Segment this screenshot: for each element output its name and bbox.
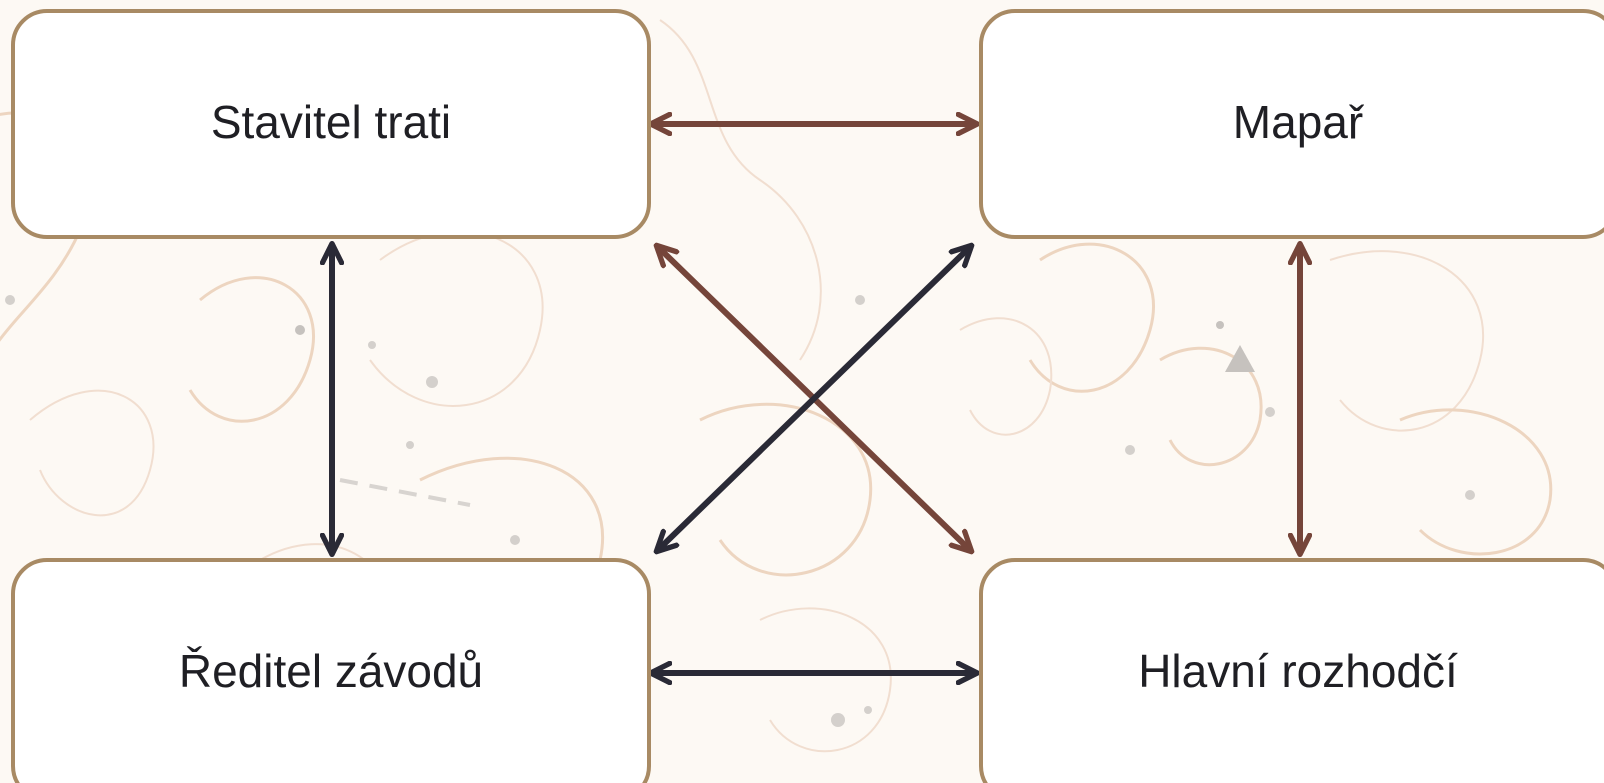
node-label-event-director: Ředitel závodů	[179, 645, 483, 697]
node-event-director: Ředitel závodů	[11, 558, 651, 783]
node-course-setter: Stavitel trati	[11, 9, 651, 239]
node-chief-referee: Hlavní rozhodčí	[979, 558, 1604, 783]
connections	[332, 124, 1300, 673]
node-label-course-setter: Stavitel trati	[211, 96, 451, 148]
node-label-chief-referee: Hlavní rozhodčí	[1138, 645, 1458, 697]
arrow-mapper-event-director	[658, 247, 970, 550]
node-label-mapper: Mapař	[1233, 96, 1365, 148]
node-mapper: Mapař	[979, 9, 1604, 239]
